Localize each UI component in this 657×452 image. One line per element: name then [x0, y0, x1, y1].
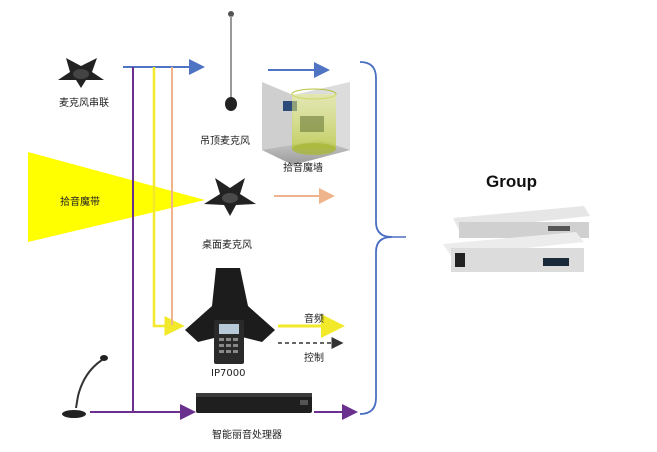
mic-wall-room: [262, 82, 350, 165]
mic-band-beam: [28, 152, 205, 242]
label-group: Group: [486, 172, 537, 191]
ip7000-phone-icon: [185, 268, 275, 364]
label-mic-wall: 拾音魔墙: [283, 163, 323, 174]
purple-line: [132, 67, 196, 420]
label-mic-band: 拾音魔带: [60, 197, 100, 208]
label-mic-cascade: 麦克风串联: [59, 98, 109, 109]
desktop-mic-icon: [204, 178, 256, 216]
label-ceiling-mic: 吊顶麦克风: [200, 136, 250, 147]
audio-processor-icon: [196, 393, 312, 413]
label-desktop-mic: 桌面麦克风: [202, 240, 252, 251]
legend-audio-label: 音频: [304, 314, 324, 325]
group-equipment-icon: [443, 206, 590, 272]
ceiling-mic-icon: [225, 11, 237, 111]
label-ip7000: IP7000: [211, 368, 246, 379]
yellow-line: [152, 67, 185, 336]
cascade-mic-icon: [58, 58, 104, 88]
group-bracket: [359, 61, 393, 415]
gooseneck-mic-icon: [62, 355, 108, 418]
label-processor: 智能丽音处理器: [212, 430, 282, 441]
legend-control-label: 控制: [304, 353, 324, 364]
